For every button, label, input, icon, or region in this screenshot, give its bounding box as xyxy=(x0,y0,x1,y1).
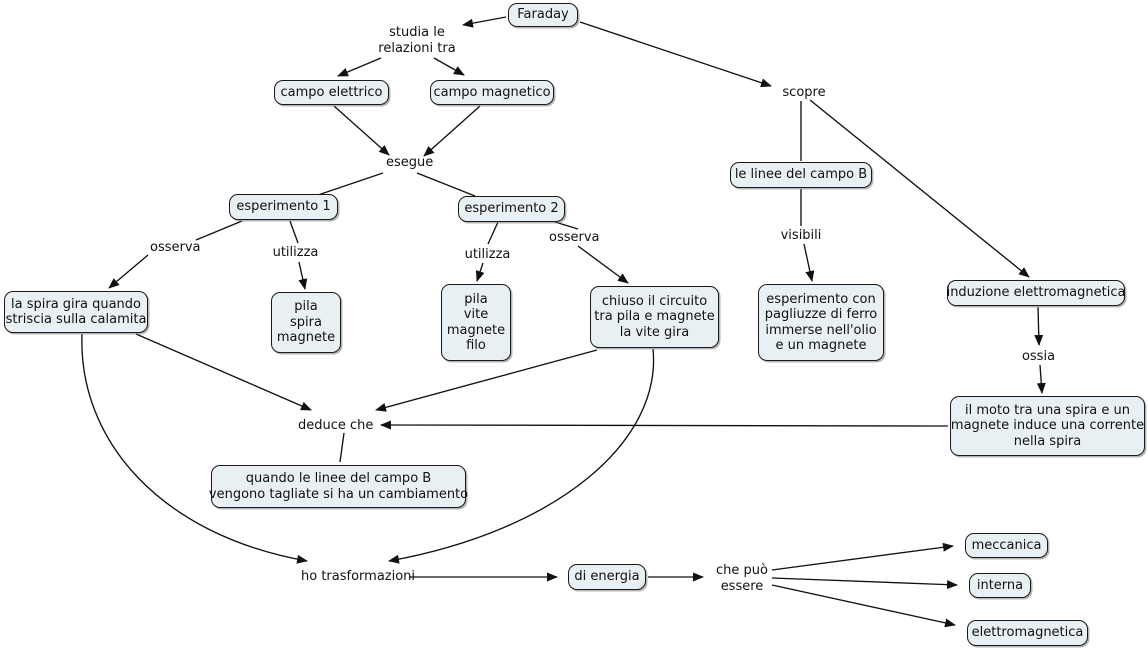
edge-campo-magnetico-esegue xyxy=(423,105,481,157)
edge-osserva-chiuso-circuito xyxy=(577,245,629,284)
edge-osserva-spira-gira xyxy=(108,254,149,289)
edge-induzione-ossia xyxy=(1034,306,1044,346)
node-moto-spira-magnete[interactable]: il moto tra una spira e un magnete induc… xyxy=(950,396,1145,456)
node-di-energia[interactable]: di energia xyxy=(568,564,646,590)
edge-esegue-esperimento2 xyxy=(416,172,476,197)
edge-deduce-quando-linee xyxy=(339,432,345,463)
node-campo-elettrico[interactable]: campo elettrico xyxy=(274,80,389,105)
node-elettromagnetica[interactable]: elettromagnetica xyxy=(967,620,1088,646)
link-label-ossia: ossia xyxy=(1021,349,1056,364)
edge-studia-campo-magnetico xyxy=(433,57,465,76)
link-label-utilizza-2: utilizza xyxy=(464,247,511,262)
link-label-che-puo-essere: che può essere xyxy=(716,563,768,594)
node-pila-spira-magnete[interactable]: pila spira magnete xyxy=(271,292,341,353)
edge-utilizza-pila-vite xyxy=(475,262,485,282)
node-esperimento-2[interactable]: esperimento 2 xyxy=(458,196,565,222)
node-induzione-elettromagnetica[interactable]: induzione elettromagnetica xyxy=(947,280,1125,306)
edge-faraday-scopre xyxy=(579,21,772,88)
node-spira-gira[interactable]: la spira gira quando striscia sulla cala… xyxy=(4,291,148,333)
edge-chiuso-circuito-ho-trasformazioni xyxy=(388,348,655,564)
edge-campo-elettrico-esegue xyxy=(333,105,390,156)
link-label-esegue: esegue xyxy=(386,155,434,170)
link-label-scopre: scopre xyxy=(782,85,826,100)
link-label-osserva-1: osserva xyxy=(150,240,201,255)
edge-visibili-pagliuzze xyxy=(803,243,815,282)
link-label-visibili: visibili xyxy=(780,228,822,243)
node-esperimento-1[interactable]: esperimento 1 xyxy=(229,194,338,220)
edge-ossia-moto-spira xyxy=(1036,364,1046,394)
edge-spira-gira-ho-trasformazioni xyxy=(81,333,308,564)
link-label-osserva-2: osserva xyxy=(549,230,600,245)
node-interna[interactable]: interna xyxy=(969,573,1031,598)
node-chiuso-circuito[interactable]: chiuso il circuito tra pila e magnete la… xyxy=(590,286,719,348)
edge-esperimento1-utilizza xyxy=(289,220,299,244)
node-campo-magnetico[interactable]: campo magnetico xyxy=(430,80,554,105)
edge-che-puo-interna xyxy=(771,577,958,590)
link-label-studia-le-relazioni-tra: studia le relazioni tra xyxy=(378,25,456,56)
edge-esperimento2-utilizza xyxy=(487,221,499,245)
link-label-ho-trasformazioni: ho trasformazioni xyxy=(301,569,416,584)
edge-esegue-esperimento1 xyxy=(317,172,384,196)
edge-faraday-studia xyxy=(462,16,507,28)
node-quando-linee-campo-b[interactable]: quando le linee del campo B vengono tagl… xyxy=(209,465,468,508)
edge-che-puo-meccanica xyxy=(771,542,954,571)
edge-studia-campo-elettrico xyxy=(337,57,382,77)
edge-utilizza-pila-spira xyxy=(298,261,308,290)
node-pagliuzze-ferro[interactable]: esperimento con pagliuzze di ferro immer… xyxy=(758,284,884,361)
link-label-utilizza-1: utilizza xyxy=(272,245,319,260)
node-meccanica[interactable]: meccanica xyxy=(965,533,1048,558)
edge-scopre-induzione xyxy=(809,99,1030,278)
node-faraday[interactable]: Faraday xyxy=(508,3,578,27)
edge-esperimento2-osserva xyxy=(554,221,579,230)
link-label-deduce-che: deduce che xyxy=(298,418,374,433)
node-linee-campo-b[interactable]: le linee del campo B xyxy=(730,162,872,188)
edge-moto-spira-deduce xyxy=(380,420,949,430)
node-pila-vite-magnete-filo[interactable]: pila vite magnete filo xyxy=(441,284,511,361)
edge-che-puo-elettromagnetica xyxy=(771,584,956,628)
edge-esperimento1-osserva xyxy=(195,220,243,241)
